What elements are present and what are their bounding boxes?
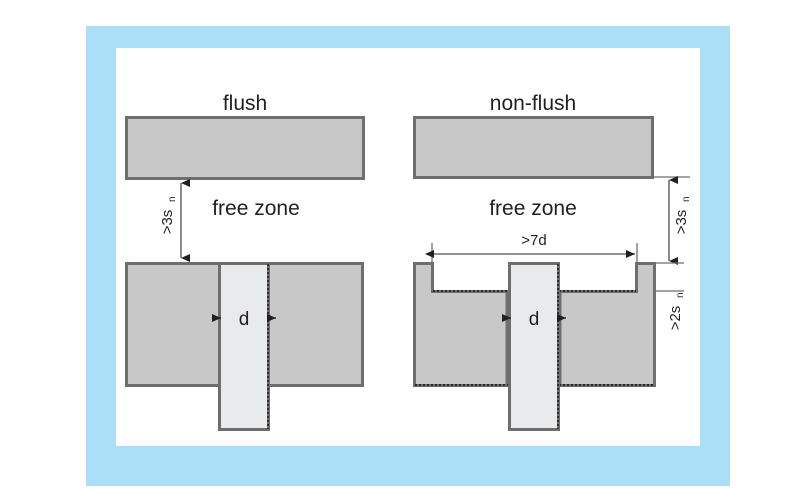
panel-non-flush-title: non-flush (490, 92, 576, 115)
non-flush-width-label: >7d (521, 232, 546, 249)
non-flush-depth-label: >2s (667, 306, 684, 331)
non-flush-target-bar (508, 262, 560, 431)
flush-body-right (267, 262, 364, 387)
panel-flush-title: flush (223, 92, 267, 115)
flush-body-left (125, 262, 221, 387)
non-flush-d-label: d (529, 309, 540, 330)
non-flush-body-right (558, 262, 656, 387)
flush-target-bar (218, 262, 270, 431)
flush-upper-bar (125, 116, 365, 180)
panel-non-flush: non-flush free zone >7d (413, 92, 692, 431)
panel-flush: flush free zone >3s n d (125, 92, 365, 431)
flush-free-zone-label: free zone (212, 197, 300, 220)
non-flush-body-left (413, 262, 509, 387)
non-flush-upper-bar (413, 116, 654, 179)
non-flush-clearance-label: >3s (673, 210, 690, 235)
non-flush-clearance-label-sub: n (681, 196, 692, 202)
flush-d-label: d (239, 309, 250, 330)
non-flush-free-zone-label: free zone (489, 197, 577, 220)
non-flush-depth-label-sub: n (675, 292, 686, 298)
flush-clearance-label: >3s (159, 210, 176, 235)
flush-clearance-label-sub: n (167, 196, 178, 202)
